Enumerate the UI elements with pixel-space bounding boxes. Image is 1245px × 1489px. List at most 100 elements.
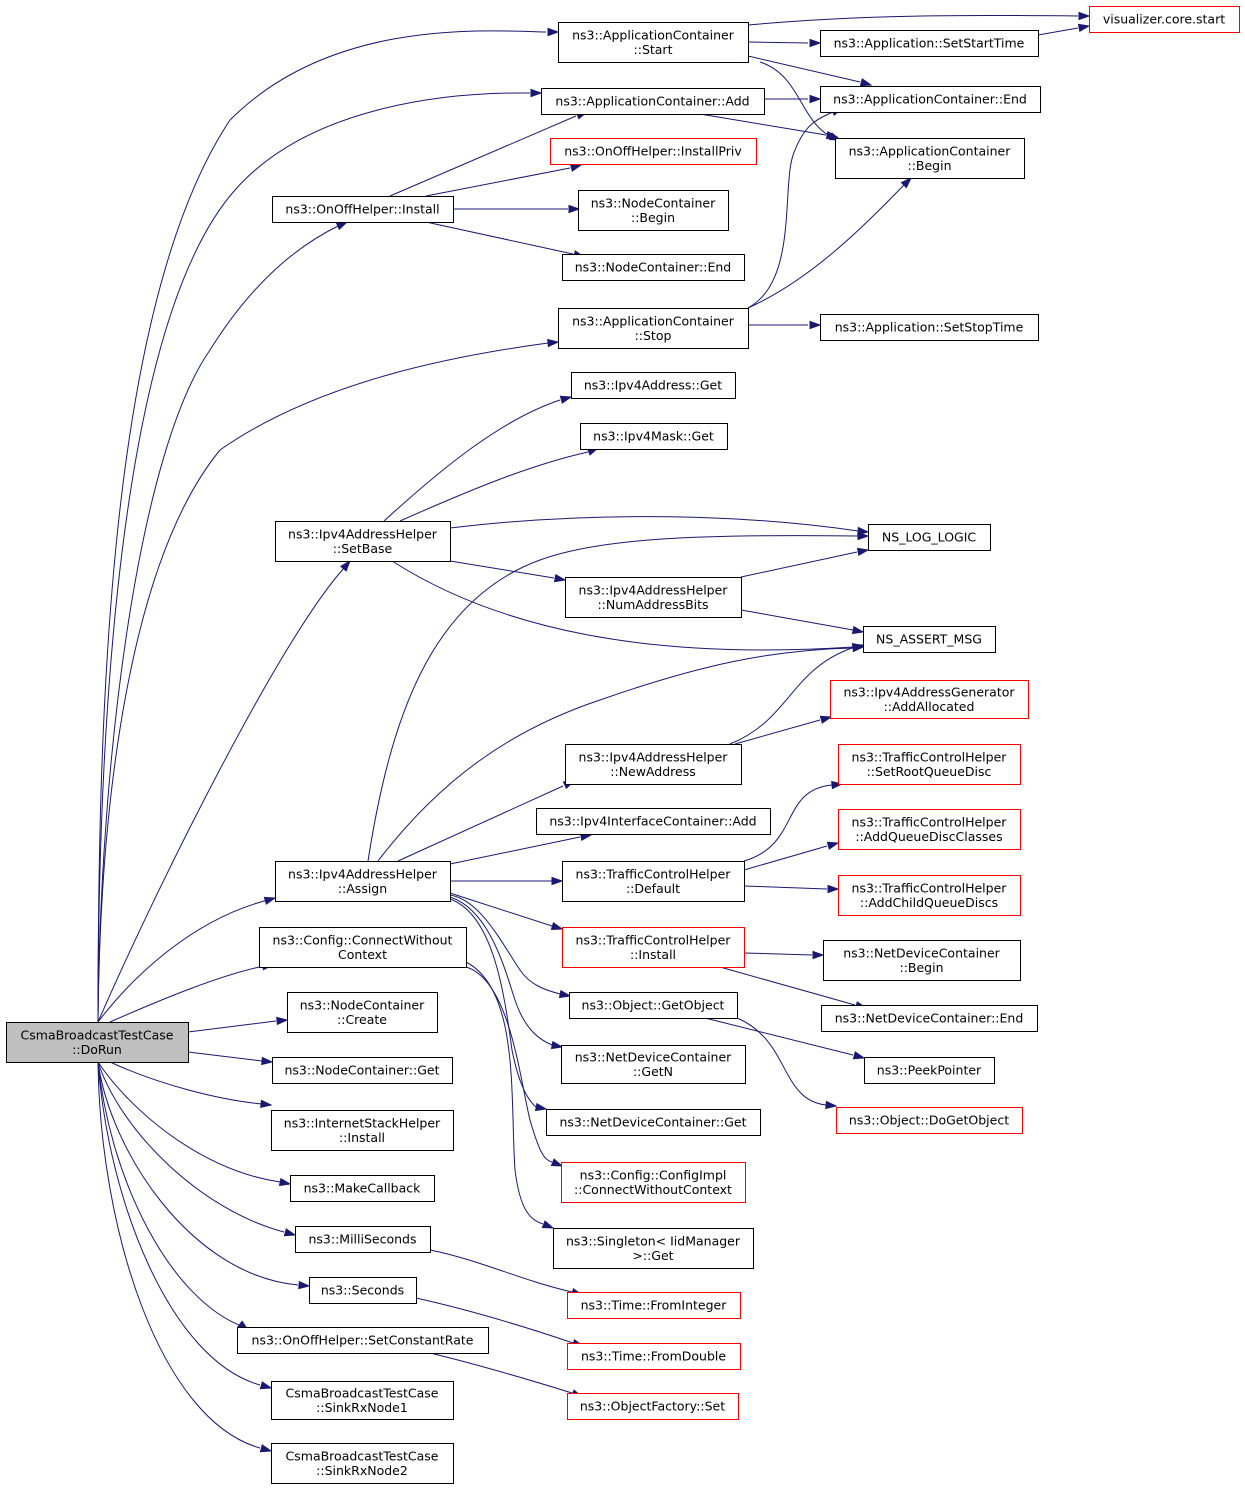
node-label-ndcBegin-0: ns3::NetDeviceContainer [843, 945, 1000, 960]
node-sinkRx2[interactable]: CsmaBroadcastTestCase::SinkRxNode2 [271, 1443, 454, 1484]
edge-setConstRate-to-ofSet [429, 1352, 573, 1394]
edge-root-to-ncGet [187, 1051, 263, 1062]
node-ipv4MaskGet[interactable]: ns3::Ipv4Mask::Get [580, 423, 728, 450]
node-setBase[interactable]: ns3::Ipv4AddressHelper::SetBase [275, 521, 451, 562]
node-label-fromDouble-0: ns3::Time::FromDouble [581, 1349, 726, 1364]
arrowhead-root-to-ncGet [261, 1056, 274, 1066]
node-fromInteger[interactable]: ns3::Time::FromInteger [567, 1292, 741, 1319]
node-box-setStartTime [820, 30, 1039, 57]
arrowhead-setBase-to-numAddrBits [553, 573, 567, 583]
edge-onoffInstall-to-ncEnd [425, 221, 574, 255]
arrowhead-root-to-milliSeconds [283, 1228, 297, 1237]
edge-newAddress-to-nsAssertMsg [729, 647, 853, 745]
node-newAddress[interactable]: ns3::Ipv4AddressHelper::NewAddress [565, 744, 742, 785]
node-label-newAddress-0: ns3::Ipv4AddressHelper [579, 749, 729, 764]
edge-milliSeconds-to-fromInteger [429, 1249, 573, 1293]
arrowhead-assign-to-tchDefault [551, 876, 564, 886]
node-setConstRate[interactable]: ns3::OnOffHelper::SetConstantRate [237, 1327, 489, 1354]
node-ishInstall[interactable]: ns3::InternetStackHelper::Install [271, 1110, 454, 1151]
arrowhead-root-to-seconds [298, 1280, 311, 1290]
arrowhead-appStart-to-appEnd [859, 78, 873, 87]
node-ncEnd[interactable]: ns3::NodeContainer::End [562, 254, 745, 281]
edge-cfgConnect-to-cfgImpl [465, 966, 553, 1163]
node-addChildQD[interactable]: ns3::TrafficControlHelper::AddChildQueue… [838, 875, 1021, 916]
node-ncBegin[interactable]: ns3::NodeContainer::Begin [578, 190, 729, 231]
node-sinkRx1[interactable]: CsmaBroadcastTestCase::SinkRxNode1 [271, 1381, 454, 1420]
node-assign[interactable]: ns3::Ipv4AddressHelper::Assign [275, 861, 451, 902]
node-label-tchInstall-0: ns3::TrafficControlHelper [576, 932, 732, 947]
arrowhead-appStart-to-setStartTime [809, 38, 822, 48]
node-box-appStart [558, 22, 749, 63]
node-label-sinkRx1-1: ::SinkRxNode1 [316, 1400, 408, 1415]
node-ofSet[interactable]: ns3::ObjectFactory::Set [567, 1393, 739, 1420]
node-ificAdd[interactable]: ns3::Ipv4InterfaceContainer::Add [536, 808, 771, 835]
edge-assign-to-nsLogLogic [367, 535, 859, 862]
node-appBegin[interactable]: ns3::ApplicationContainer::Begin [835, 138, 1025, 179]
node-setRootQD[interactable]: ns3::TrafficControlHelper::SetRootQueueD… [838, 744, 1021, 785]
node-installPriv[interactable]: ns3::OnOffHelper::InstallPriv [550, 138, 757, 165]
node-appStart[interactable]: ns3::ApplicationContainer::Start [558, 22, 749, 63]
node-nsAssertMsg[interactable]: NS_ASSERT_MSG [863, 626, 996, 653]
node-label-cfgImpl-1: ::ConnectWithoutContext [574, 1182, 732, 1197]
node-ncGet[interactable]: ns3::NodeContainer::Get [272, 1057, 453, 1084]
edge-root-to-onoffInstall [97, 225, 339, 1023]
node-ndcGet[interactable]: ns3::NetDeviceContainer::Get [546, 1109, 761, 1136]
node-setStartTime[interactable]: ns3::Application::SetStartTime [820, 30, 1039, 57]
node-label-ncCreate-0: ns3::NodeContainer [300, 997, 425, 1012]
node-seconds[interactable]: ns3::Seconds [309, 1277, 417, 1304]
node-addQDClasses[interactable]: ns3::TrafficControlHelper::AddQueueDiscC… [838, 809, 1021, 850]
node-fromDouble[interactable]: ns3::Time::FromDouble [567, 1343, 741, 1370]
edge-appStart-to-vizStart [747, 14, 1079, 26]
node-root[interactable]: CsmaBroadcastTestCase::DoRun [6, 1022, 189, 1063]
arrowhead-cfgConnect-to-singletonGet [541, 1220, 555, 1229]
edge-appStop-to-appBegin [747, 183, 906, 309]
node-label-sinkRx2-1: ::SinkRxNode2 [316, 1463, 408, 1478]
node-doGetObject[interactable]: ns3::Object::DoGetObject [836, 1107, 1023, 1134]
node-label-appStop-1: ::Stop [635, 328, 672, 343]
node-cfgImpl[interactable]: ns3::Config::ConfigImpl::ConnectWithoutC… [561, 1162, 746, 1203]
node-label-setRootQD-1: ::SetRootQueueDisc [867, 764, 992, 779]
node-label-setBase-0: ns3::Ipv4AddressHelper [288, 526, 438, 541]
node-singletonGet[interactable]: ns3::Singleton< IidManager >::Get [553, 1228, 754, 1269]
node-tchDefault[interactable]: ns3::TrafficControlHelper::Default [562, 861, 745, 902]
node-addAllocated[interactable]: ns3::Ipv4AddressGenerator::AddAllocated [830, 680, 1029, 719]
node-makeCallback[interactable]: ns3::MakeCallback [290, 1175, 435, 1202]
node-label-ndcGetN-1: ::GetN [633, 1064, 673, 1079]
node-label-addQDClasses-0: ns3::TrafficControlHelper [852, 814, 1008, 829]
node-ndcEnd[interactable]: ns3::NetDeviceContainer::End [821, 1005, 1038, 1032]
arrowhead-tchDefault-to-setRootQD [831, 780, 844, 790]
node-appStop[interactable]: ns3::ApplicationContainer::Stop [558, 308, 749, 349]
edge-root-to-setConstRate [97, 1061, 245, 1328]
node-ipv4AddrGet[interactable]: ns3::Ipv4Address::Get [571, 372, 736, 399]
node-getObject[interactable]: ns3::Object::GetObject [569, 992, 738, 1019]
node-label-addQDClasses-1: ::AddQueueDiscClasses [855, 829, 1002, 844]
node-label-sinkRx2-0: CsmaBroadcastTestCase [286, 1448, 439, 1463]
node-cfgConnect[interactable]: ns3::Config::ConnectWithoutContext [259, 927, 467, 968]
node-appAdd[interactable]: ns3::ApplicationContainer::Add [541, 88, 765, 115]
node-peekPointer[interactable]: ns3::PeekPointer [864, 1057, 995, 1084]
node-box-setRootQD [838, 744, 1021, 785]
arrowhead-setBase-to-nsLogLogic [857, 526, 870, 536]
edge-root-to-assign [97, 899, 269, 1023]
node-box-tchDefault [562, 861, 745, 902]
node-vizStart[interactable]: visualizer.core.start [1089, 6, 1240, 33]
node-tchInstall[interactable]: ns3::TrafficControlHelper::Install [562, 927, 745, 968]
node-milliSeconds[interactable]: ns3::MilliSeconds [295, 1226, 431, 1253]
node-label-setStartTime-0: ns3::Application::SetStartTime [834, 36, 1025, 51]
node-ncCreate[interactable]: ns3::NodeContainer::Create [287, 992, 438, 1033]
node-label-ncBegin-0: ns3::NodeContainer [591, 195, 716, 210]
node-label-cfgConnect-1: Context [338, 947, 387, 962]
node-nsLogLogic[interactable]: NS_LOG_LOGIC [868, 524, 991, 551]
node-appEnd[interactable]: ns3::ApplicationContainer::End [820, 86, 1041, 113]
node-setStopTime[interactable]: ns3::Application::SetStopTime [820, 314, 1039, 341]
node-onoffInstall[interactable]: ns3::OnOffHelper::Install [272, 196, 454, 223]
node-box-onoffInstall [272, 196, 454, 223]
node-label-nsLogLogic-0: NS_LOG_LOGIC [882, 530, 977, 545]
node-ndcBegin[interactable]: ns3::NetDeviceContainer::Begin [823, 940, 1021, 981]
node-numAddrBits[interactable]: ns3::Ipv4AddressHelper::NumAddressBits [565, 577, 742, 618]
node-ndcGetN[interactable]: ns3::NetDeviceContainer::GetN [561, 1045, 746, 1084]
node-label-setRootQD-0: ns3::TrafficControlHelper [852, 749, 1008, 764]
node-label-appEnd-0: ns3::ApplicationContainer::End [833, 92, 1027, 107]
node-label-tchDefault-1: ::Default [626, 881, 680, 896]
